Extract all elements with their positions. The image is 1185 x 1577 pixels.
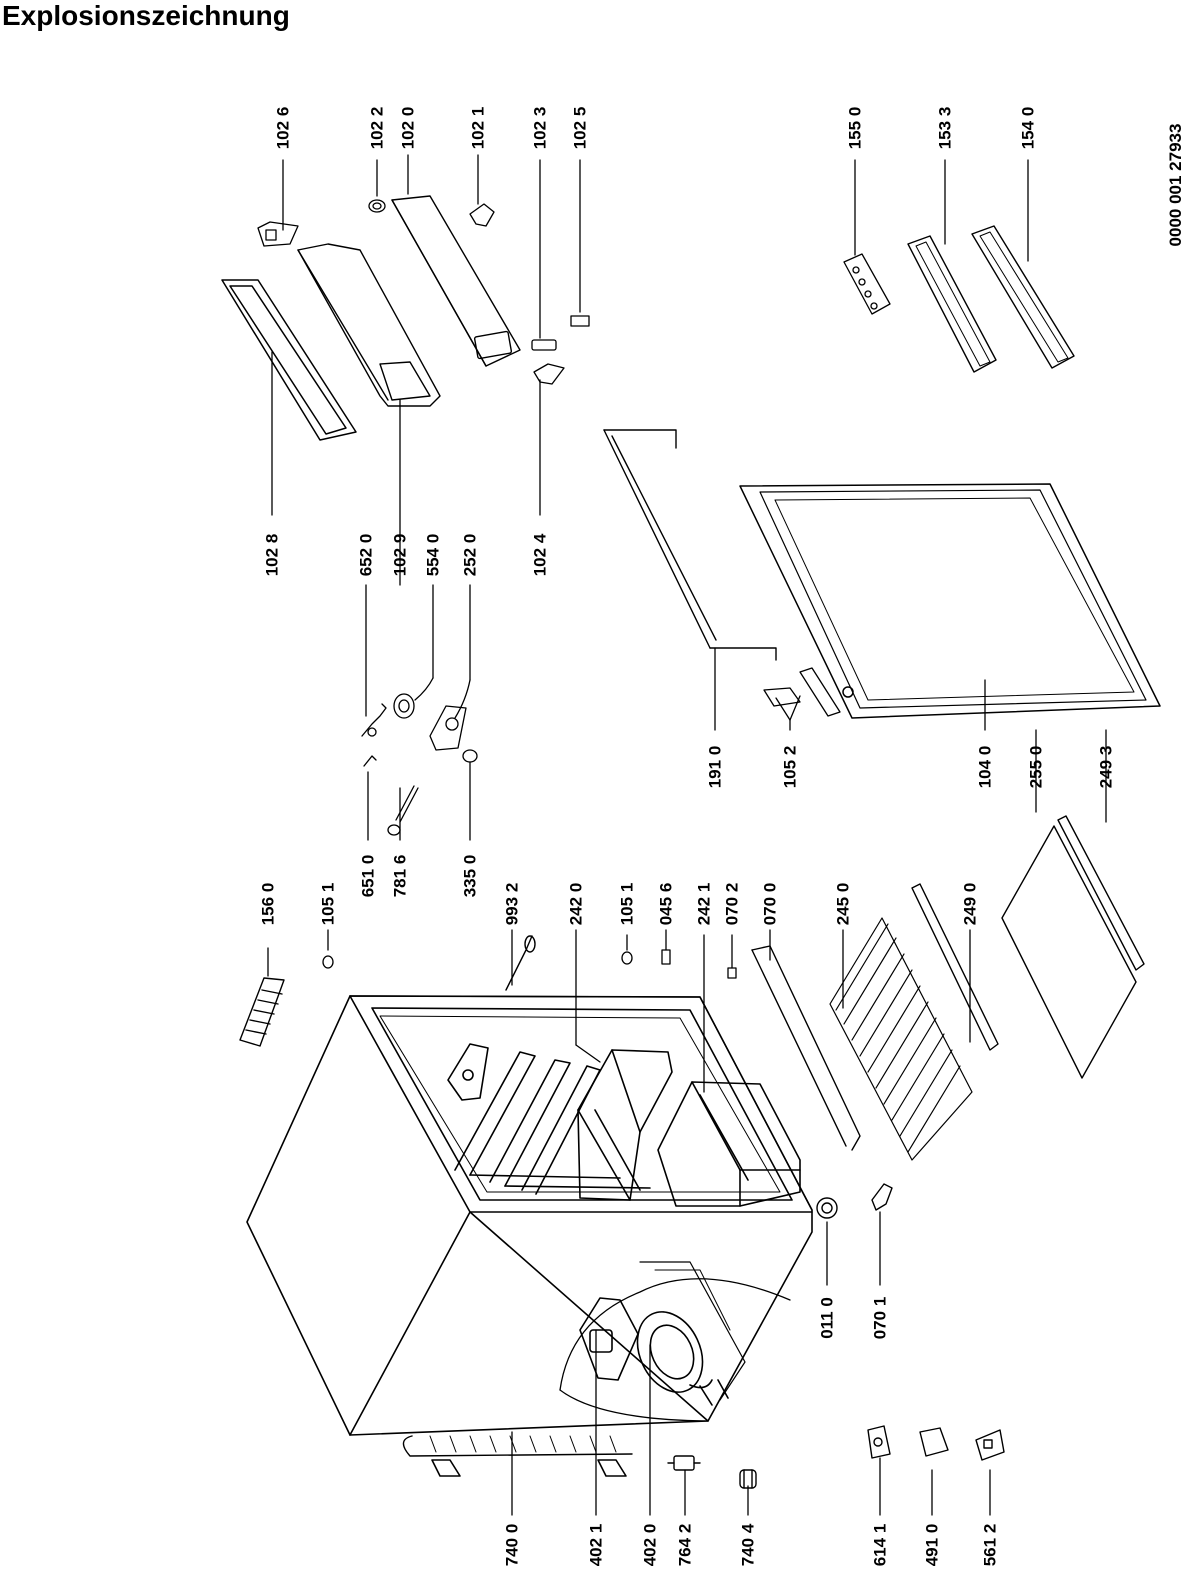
ice-tray [239,977,285,1047]
part-label-2490: 249 0 [960,882,980,926]
part-label-0110: 011 0 [817,1297,837,1339]
shelf-rail-0700 [751,945,861,1151]
part-label-1028: 102 8 [262,533,282,577]
fasteners [621,949,737,979]
part-label-1020: 102 0 [398,106,418,150]
part-label-2420: 242 0 [566,882,586,926]
door-1040 [739,483,1161,719]
part-label-1021: 102 1 [468,106,488,150]
part-label-6510: 651 0 [358,854,378,898]
foot-parts [816,1183,893,1219]
page-title: Explosionszeichnung [2,0,290,31]
cabinet-drawing [246,995,813,1477]
part-label-4021: 402 1 [586,1523,606,1567]
part-label-1026: 102 6 [273,106,293,150]
part-label-1910: 191 0 [705,745,725,789]
part-label-2450: 245 0 [833,882,853,926]
shelf-strip-2490 [911,883,999,1051]
cable-9932 [505,935,536,991]
part-label-1022: 102 2 [367,106,387,150]
part-label-7400: 740 0 [502,1523,522,1567]
door-rack-1540 [971,225,1075,369]
glass-shelf-2550 [1001,825,1137,1079]
part-label-9932: 993 2 [502,882,522,926]
part-label-1560: 156 0 [258,882,278,926]
part-label-7816: 781 6 [390,854,410,898]
small-parts-top [257,199,590,385]
part-label-1029: 102 9 [390,533,410,577]
freezer-gasket-1028 [221,279,357,441]
part-label-0456: 045 6 [656,882,676,926]
wire-shelf-2450 [829,917,973,1161]
part-label-1051-a: 105 1 [318,882,338,926]
part-label-1040: 104 0 [975,745,995,789]
part-label-2421: 242 1 [694,882,714,926]
part-label-0701: 070 1 [870,1296,890,1340]
part-label-7642: 764 2 [675,1523,695,1567]
part-label-1550: 155 0 [845,106,865,150]
part-label-2520: 252 0 [460,533,480,577]
part-label-3350: 335 0 [460,854,480,898]
door-gasket-1910 [603,429,777,661]
part-label-1533: 153 3 [935,106,955,150]
part-label-5612: 561 2 [980,1523,1000,1567]
part-label-0702: 070 2 [722,882,742,926]
part-label-2493: 249 3 [1096,745,1116,789]
part-label-4020: 402 0 [640,1523,660,1567]
evaporator-1029 [297,243,441,407]
accessories-bottom [667,1425,1005,1489]
egg-tray-1550 [843,253,891,315]
part-label-1540: 154 0 [1018,106,1038,150]
part-label-1024: 102 4 [530,533,550,577]
part-label-6520: 652 0 [356,533,376,577]
part-label-2550: 255 0 [1026,745,1046,789]
freezer-door-1020 [391,195,521,367]
part-label-5540: 554 0 [423,533,443,577]
door-rack-1533 [907,235,997,373]
part-label-1051-b: 105 1 [617,882,637,926]
part-label-1023: 102 3 [530,106,550,150]
thermostat-parts [322,693,478,969]
part-label-7404: 740 4 [738,1523,758,1567]
part-label-0700: 070 0 [760,882,780,926]
hinge-1052 [763,667,841,717]
part-label-4910: 491 0 [922,1523,942,1567]
part-label-1025: 102 5 [570,106,590,150]
part-label-6141: 614 1 [870,1523,890,1567]
shelf-strip-2493 [1057,815,1145,971]
part-label-1052: 105 2 [780,745,800,789]
